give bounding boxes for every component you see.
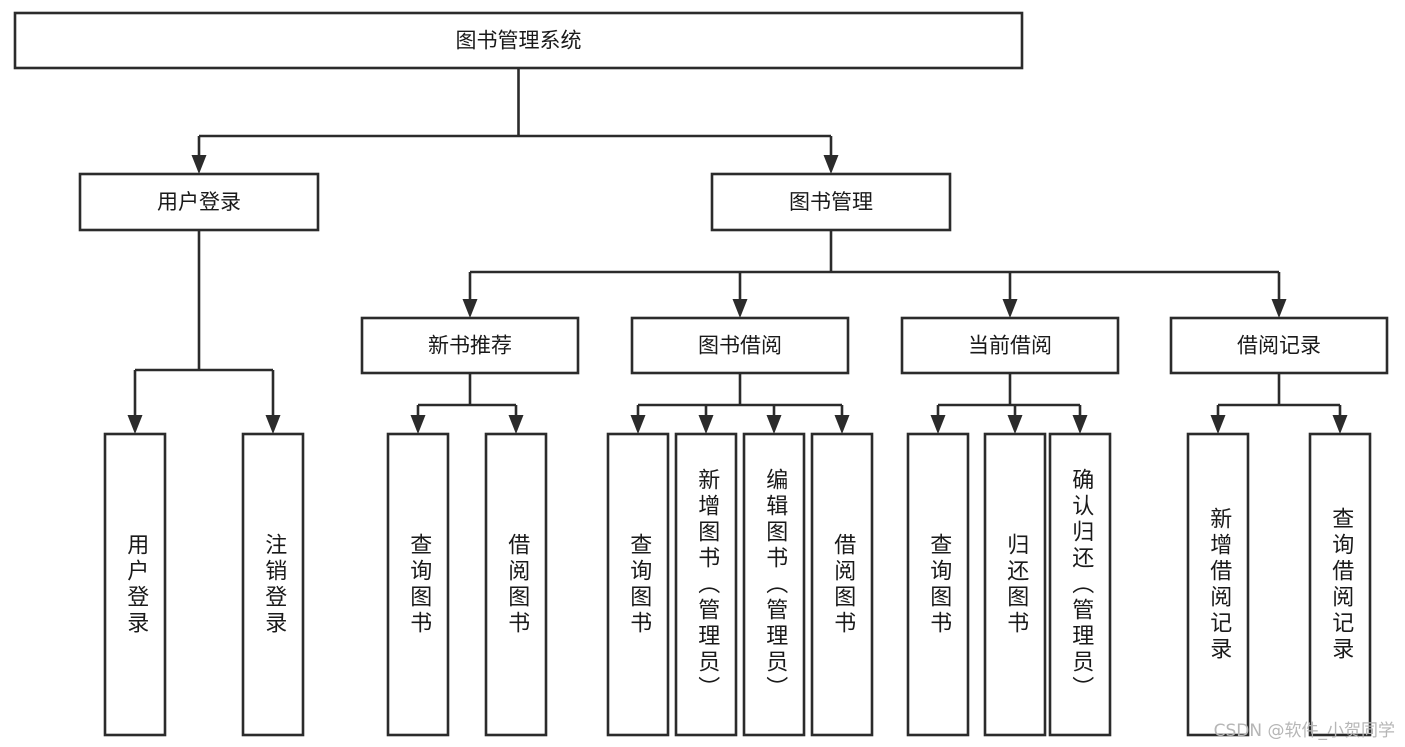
leaf-借阅图书[interactable] (484, 432, 548, 737)
leaf-查询借阅记录[interactable] (1308, 432, 1372, 737)
leaf-查询图书[interactable] (606, 432, 670, 737)
node-新书推荐[interactable] (360, 316, 580, 375)
connectors-layer (127, 68, 1348, 434)
arrow-down-icon (823, 155, 839, 174)
arrow-down-icon (630, 415, 646, 434)
watermark-text: CSDN @软件_小贺同学 (1213, 721, 1395, 741)
node-用户登录-label: 用户登录 (157, 190, 241, 214)
leaf-确认归还管理员[interactable] (1048, 432, 1112, 737)
node-图书管理-label: 图书管理 (789, 190, 873, 214)
arrow-down-icon (766, 415, 782, 434)
node-图书借阅[interactable] (630, 316, 850, 375)
node-图书借阅-label: 图书借阅 (698, 334, 782, 358)
leaf-查询图书[interactable] (386, 432, 450, 737)
arrow-down-icon (834, 415, 850, 434)
node-当前借阅[interactable] (900, 316, 1120, 375)
arrow-down-icon (265, 415, 281, 434)
arrow-down-icon (698, 415, 714, 434)
node-root-图书管理系统-label: 图书管理系统 (456, 29, 582, 53)
leaf-用户登录[interactable] (103, 432, 167, 737)
arrow-down-icon (1332, 415, 1348, 434)
leaf-查询图书[interactable] (906, 432, 970, 737)
node-新书推荐-label: 新书推荐 (428, 334, 512, 358)
arrow-down-icon (508, 415, 524, 434)
node-root-图书管理系统[interactable] (13, 11, 1024, 70)
node-借阅记录-label: 借阅记录 (1237, 334, 1321, 358)
arrow-down-icon (732, 299, 748, 318)
leaf-注销登录[interactable] (241, 432, 305, 737)
arrow-down-icon (1072, 415, 1088, 434)
leaf-借阅图书[interactable] (810, 432, 874, 737)
arrow-down-icon (1210, 415, 1226, 434)
node-当前借阅-label: 当前借阅 (968, 334, 1052, 358)
arrow-down-icon (930, 415, 946, 434)
arrow-down-icon (410, 415, 426, 434)
node-借阅记录[interactable] (1169, 316, 1389, 375)
arrow-down-icon (1007, 415, 1023, 434)
node-用户登录[interactable] (78, 172, 320, 232)
leaf-新增借阅记录[interactable] (1186, 432, 1250, 737)
leaf-编辑图书管理员[interactable] (742, 432, 806, 737)
arrow-down-icon (127, 415, 143, 434)
arrow-down-icon (462, 299, 478, 318)
arrow-down-icon (1271, 299, 1287, 318)
arrow-down-icon (1002, 299, 1018, 318)
arrow-down-icon (191, 155, 207, 174)
node-图书管理[interactable] (710, 172, 952, 232)
leaf-归还图书[interactable] (983, 432, 1047, 737)
leaf-新增图书管理员[interactable] (674, 432, 738, 737)
